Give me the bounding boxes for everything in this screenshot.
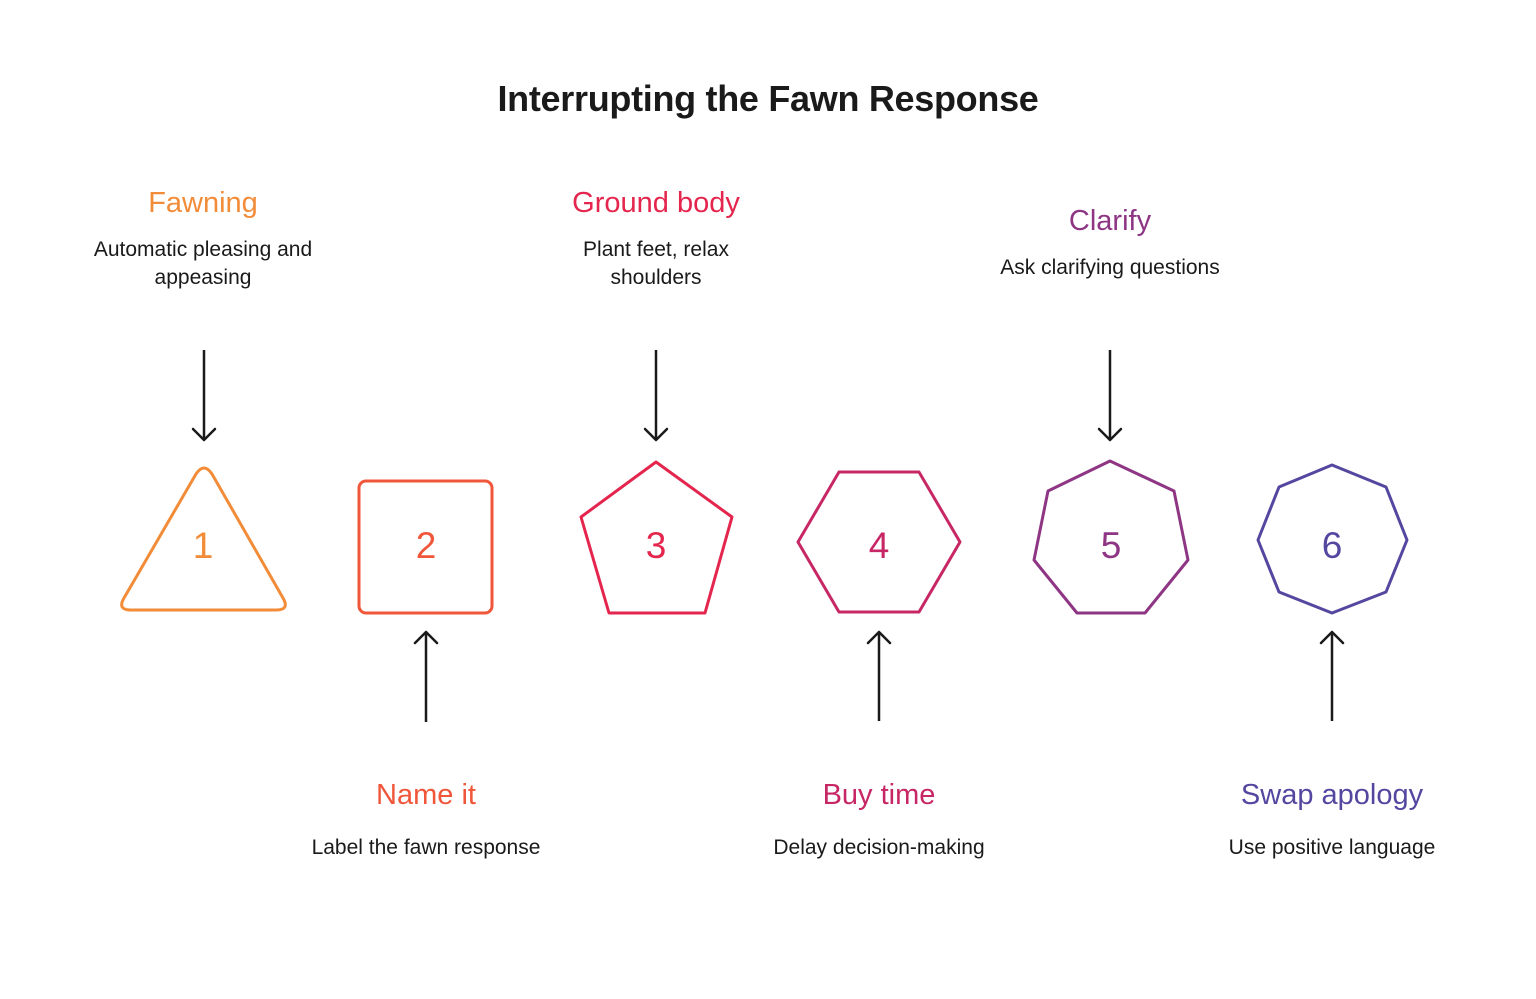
step-1-label: Fawning Automatic pleasing and appeasing (43, 186, 363, 292)
step-4-description: Delay decision-making (773, 836, 985, 859)
arrow-down-step-5 (1097, 350, 1123, 442)
step-2-description: Label the fawn response (311, 836, 541, 859)
step-2-label: Name it Label the fawn response (266, 778, 586, 862)
step-3-shape: 3 (579, 460, 734, 615)
step-3-description: Plant feet, relax shoulders (583, 238, 729, 289)
step-5-label: Clarify Ask clarifying questions (950, 204, 1270, 282)
step-6-description: Use positive language (1228, 836, 1436, 859)
square-shape (357, 479, 494, 615)
diagram-title: Interrupting the Fawn Response (497, 78, 1039, 119)
octagon-shape (1256, 463, 1409, 615)
arrow-up-step-4 (866, 630, 892, 721)
hexagon-shape (796, 470, 962, 614)
step-6-heading: Swap apology (1240, 779, 1424, 811)
step-5-shape: 5 (1032, 459, 1190, 615)
step-4-number: 4 (869, 525, 890, 566)
step-6-number: 6 (1322, 525, 1343, 566)
step-3-number: 3 (646, 525, 667, 566)
step-3-heading: Ground body (572, 187, 740, 219)
step-3-label: Ground body Plant feet, relax shoulders (496, 186, 816, 292)
step-1-description: Automatic pleasing and appeasing (93, 238, 313, 289)
step-6-shape: 6 (1256, 463, 1409, 615)
step-4-label: Buy time Delay decision-making (719, 778, 1039, 862)
arrow-down-step-3 (643, 350, 669, 442)
arrow-up-step-2 (413, 630, 439, 722)
step-5-heading: Clarify (1068, 205, 1152, 237)
step-1-shape: 1 (120, 466, 287, 612)
arrow-up-step-6 (1319, 630, 1345, 721)
step-5-number: 5 (1101, 525, 1122, 566)
step-1-number: 1 (193, 525, 214, 566)
pentagon-shape (579, 460, 734, 615)
step-5-description: Ask clarifying questions (1000, 256, 1220, 279)
heptagon-shape (1032, 459, 1190, 615)
step-1-heading: Fawning (148, 187, 258, 219)
arrow-down-step-1 (191, 350, 217, 442)
step-2-heading: Name it (376, 779, 476, 811)
step-4-heading: Buy time (822, 779, 936, 811)
step-2-number: 2 (416, 525, 437, 566)
triangle-shape (120, 466, 287, 612)
step-6-label: Swap apology Use positive language (1172, 778, 1492, 862)
step-4-shape: 4 (796, 470, 962, 614)
step-2-shape: 2 (357, 479, 494, 615)
